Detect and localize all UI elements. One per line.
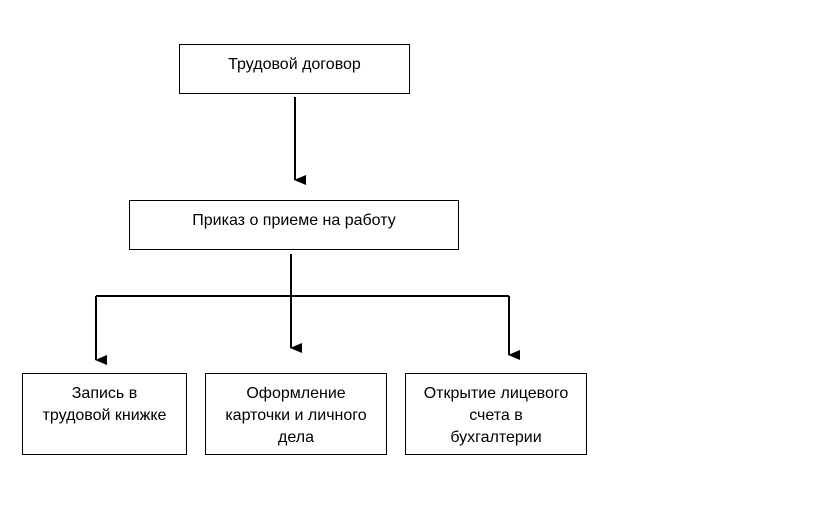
node-label-line: дела (278, 429, 314, 446)
node-labor-book-entry: Запись в трудовой книжке (22, 373, 187, 455)
node-personal-card: Оформление карточки и личного дела (205, 373, 387, 455)
node-label: Приказ о приеме на работу (192, 212, 396, 229)
node-label-line: Оформление (246, 385, 346, 402)
node-hiring-order: Приказ о приеме на работу (129, 200, 459, 250)
node-label: Трудовой договор (228, 56, 361, 73)
node-label-line: трудовой книжке (42, 407, 167, 424)
node-label-line: карточки и личного (225, 407, 367, 424)
node-employment-contract: Трудовой договор (179, 44, 410, 94)
node-label-line: Запись в (71, 385, 138, 402)
node-label-line: Открытие лицевого (423, 385, 569, 402)
node-label-line: бухгалтерии (450, 429, 542, 446)
node-label-line: счета в (469, 407, 523, 424)
node-account-opening: Открытие лицевого счета в бухгалтерии (405, 373, 587, 455)
